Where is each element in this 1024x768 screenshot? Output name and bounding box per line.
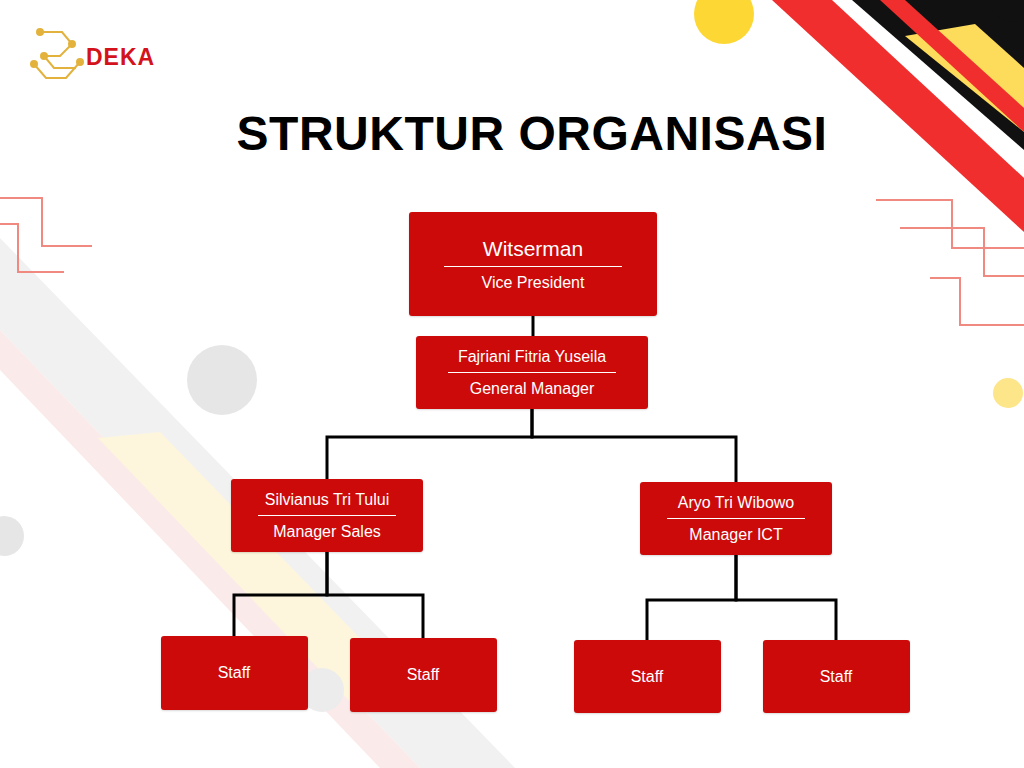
black-stripe (852, 0, 1024, 150)
zigzag-lines (0, 198, 1024, 325)
logo-dot (77, 59, 83, 65)
logo-dot (31, 61, 37, 67)
zigzag-line (0, 224, 64, 272)
divider-line (444, 266, 623, 267)
logo-trace (40, 32, 76, 68)
node-heading: Staff (820, 667, 853, 686)
logo-dot (41, 53, 47, 59)
red-stripe (880, 0, 1024, 132)
chart-title: STRUKTUR ORGANISASI (20, 106, 1024, 161)
node-heading: Staff (218, 663, 251, 682)
node-heading: Silvianus Tri Tului (265, 490, 390, 509)
node-subtitle: Vice President (482, 273, 585, 292)
logo-dot (37, 29, 43, 35)
divider-line (667, 518, 805, 519)
grey-circle (187, 345, 257, 415)
node-heading: Witserman (483, 236, 583, 261)
logo-icon (31, 29, 83, 78)
grey-band (0, 238, 515, 768)
node-heading: Fajriani Fitria Yuseila (458, 347, 606, 366)
node-heading: Aryo Tri Wibowo (678, 493, 794, 512)
grey-circle (0, 516, 24, 556)
logo-trace (34, 62, 80, 78)
connector-line (234, 552, 327, 636)
yellow-stripe (905, 24, 1024, 132)
zigzag-line (876, 200, 1024, 248)
node-heading: Staff (631, 667, 664, 686)
node-subtitle: Manager Sales (273, 522, 381, 541)
zigzag-line (900, 228, 1024, 276)
executive-box: WitsermanVice President (409, 212, 657, 316)
divider-line (258, 515, 396, 516)
node-heading: Staff (407, 665, 440, 684)
node-subtitle: General Manager (470, 379, 595, 398)
manager-box: Aryo Tri WibowoManager ICT (640, 482, 832, 555)
connector-line (736, 555, 836, 640)
yellow-circle (993, 378, 1023, 408)
connector-line (532, 316, 535, 336)
staff-box: Staff (763, 640, 910, 713)
zigzag-line (930, 278, 1024, 325)
black-circle (990, 0, 1024, 22)
staff-box: Staff (574, 640, 721, 713)
connector-line (327, 409, 532, 479)
manager-box: Silvianus Tri TuluiManager Sales (231, 479, 423, 552)
staff-box: Staff (161, 636, 308, 710)
staff-box: Staff (350, 638, 497, 712)
zigzag-line (0, 198, 92, 246)
yellow-circle (694, 0, 754, 44)
connector-line (532, 409, 736, 482)
divider-line (448, 372, 615, 373)
node-subtitle: Manager ICT (689, 525, 782, 544)
logo-dot (69, 41, 75, 47)
logo-text: DEKA (86, 44, 155, 71)
manager-box: Fajriani Fitria YuseilaGeneral Manager (416, 336, 648, 409)
connector-line (647, 555, 736, 640)
connector-line (327, 552, 423, 638)
